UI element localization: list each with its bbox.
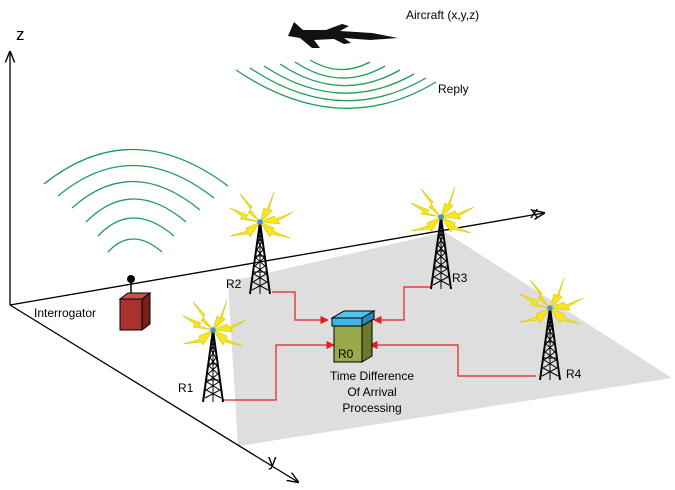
processing-box: [330, 310, 376, 363]
reply-waves: [235, 59, 437, 109]
aircraft-label: Aircraft (x,y,z): [406, 8, 479, 22]
receiver-label-r3: R3: [452, 271, 468, 285]
processor-caption-line3: Processing: [342, 401, 401, 415]
interrogator-label: Interrogator: [34, 306, 96, 320]
link-r3: [373, 286, 432, 325]
reply-label: Reply: [438, 82, 469, 96]
receiver-label-r2: R2: [226, 277, 242, 291]
y-axis-label: y: [268, 451, 277, 470]
link-r1: [222, 340, 335, 401]
processor-caption-line1: Time Difference: [330, 369, 414, 383]
aircraft-icon: [288, 22, 398, 48]
receiver-label-r4: R4: [566, 367, 582, 381]
y-axis-line: [9, 304, 298, 482]
interrogator-waves: [43, 148, 229, 253]
link-r4: [369, 340, 536, 377]
processor-caption-line2: Of Arrival: [347, 385, 396, 399]
ground-plane: [228, 232, 672, 446]
z-axis-label: z: [16, 25, 25, 44]
link-r2: [272, 291, 329, 325]
receiver-links: [222, 286, 536, 401]
x-axis-label: x: [530, 203, 539, 222]
processor-id: R0: [338, 347, 354, 361]
interrogator-icon: [118, 275, 152, 331]
receiver-label-r1: R1: [178, 381, 194, 395]
